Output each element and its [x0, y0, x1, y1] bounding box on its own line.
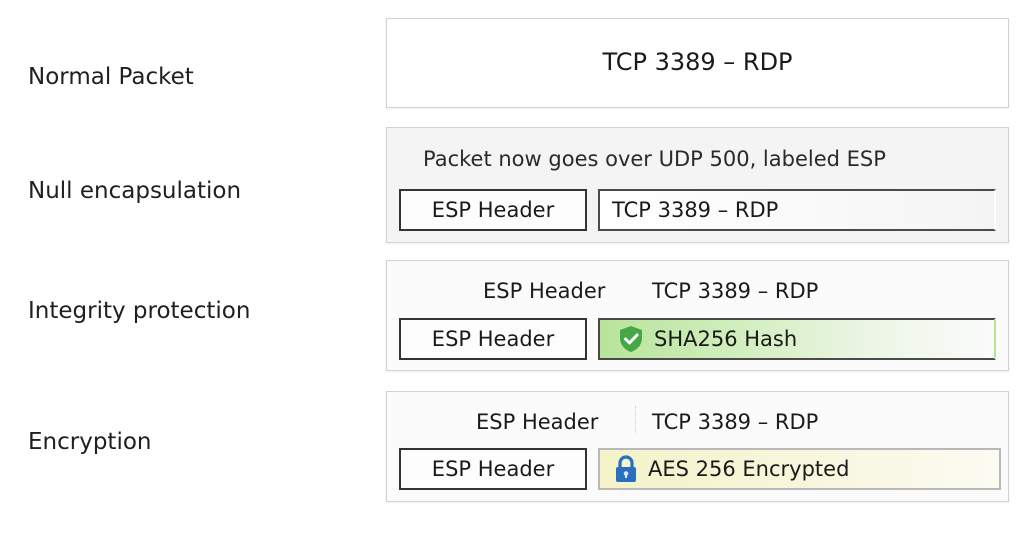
null-encapsulation-panel: Packet now goes over UDP 500, labeled ES… [386, 127, 1009, 243]
esp-header-box: ESP Header [399, 189, 587, 231]
hash-payload-label: SHA256 Hash [654, 327, 798, 351]
row-label-null-encapsulation: Null encapsulation [28, 178, 242, 204]
encrypted-payload-box: AES 256 Encrypted [598, 448, 1001, 490]
normal-packet-text: TCP 3389 – RDP [602, 48, 793, 76]
esp-header-box: ESP Header [399, 448, 587, 490]
row-label-integrity-protection: Integrity protection [28, 298, 251, 324]
shield-check-icon [618, 325, 644, 353]
payload-top-label: TCP 3389 – RDP [652, 410, 819, 434]
encryption-panel: ESP Header TCP 3389 – RDP ESP Header AES… [386, 391, 1009, 502]
null-encapsulation-caption: Packet now goes over UDP 500, labeled ES… [423, 147, 886, 171]
payload-box: TCP 3389 – RDP [598, 189, 996, 231]
row-label-encryption: Encryption [28, 429, 152, 455]
payload-top-label: TCP 3389 – RDP [652, 279, 819, 303]
padlock-icon [614, 455, 638, 483]
esp-header-box: ESP Header [399, 318, 587, 360]
row-label-normal-packet: Normal Packet [28, 64, 194, 90]
esp-header-top-label: ESP Header [476, 410, 599, 434]
encrypted-payload-label: AES 256 Encrypted [648, 457, 850, 481]
integrity-protection-panel: ESP Header TCP 3389 – RDP ESP Header SHA… [386, 260, 1009, 371]
hash-payload-box: SHA256 Hash [598, 318, 996, 360]
normal-packet-panel: TCP 3389 – RDP [386, 18, 1009, 108]
top-label-divider [635, 406, 636, 434]
esp-header-top-label: ESP Header [483, 279, 606, 303]
